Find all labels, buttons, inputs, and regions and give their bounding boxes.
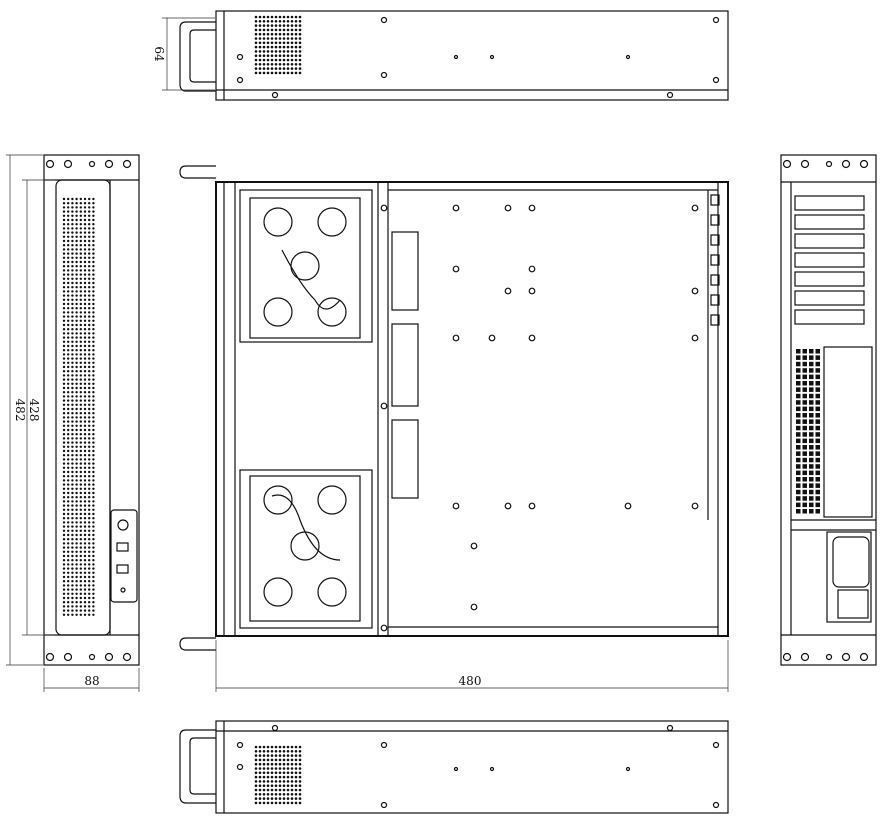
bottom-side-view (179, 720, 729, 814)
front-vent-grille (62, 197, 95, 616)
dim-front-inner: 428 (27, 399, 41, 422)
top-side-view: 64 (152, 10, 729, 101)
fan-row (391, 231, 419, 499)
dim-front-outer: 482 (13, 399, 27, 422)
plan-view: 480 (179, 165, 729, 692)
drive-bay-lower (239, 469, 373, 629)
psu-opening (826, 531, 872, 623)
dim-top-height: 64 (152, 46, 166, 62)
rear-view (780, 154, 877, 666)
dim-plan-length: 480 (459, 674, 482, 688)
front-view: 482 428 88 (6, 154, 140, 692)
expansion-slots (794, 195, 865, 325)
drive-bay-upper (239, 189, 373, 343)
top-vent-grille (254, 15, 302, 75)
rear-vent-grid (796, 349, 820, 514)
dim-front-depth: 88 (84, 674, 99, 688)
bottom-vent-grille (254, 745, 302, 805)
